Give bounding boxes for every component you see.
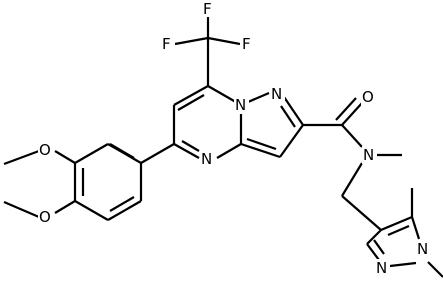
bond-c3-c3a	[240, 142, 281, 159]
bond-ar-c5-c6	[107, 200, 142, 221]
bond-c7-c6-inner	[177, 94, 205, 111]
atom-label-o1: O	[362, 88, 374, 106]
bond-ar-c5-c6-inner	[109, 196, 135, 212]
bond-c3pz-c4pz	[366, 229, 382, 245]
bond-co-o1-second	[335, 97, 357, 121]
bond-c5-aryl	[140, 143, 175, 164]
bond-layer	[3, 14, 443, 278]
bond-c4pz-c5pz-inner	[387, 224, 410, 237]
atom-label-n1-pyrazole: N	[417, 240, 428, 258]
atom-label-n2-pyrazole: N	[376, 259, 387, 277]
atom-label-o3: O	[39, 208, 51, 226]
bond-cf3-f1	[174, 36, 209, 46]
bond-o2-methyl	[3, 149, 40, 166]
bond-n2-c2	[283, 96, 304, 126]
atom-label-f3: F	[242, 35, 251, 53]
bond-ar-c1-c2-inner	[109, 143, 135, 159]
bond-ar-c4-c5	[74, 200, 109, 221]
atom-label-layer: F F F N N N O N O O N N	[38, 0, 431, 277]
bond-co-n	[341, 124, 363, 148]
bond-n2pz-c3pz-inner	[373, 239, 385, 255]
bond-c4pz-c5pz	[380, 215, 413, 232]
bond-c3-c3a-inner	[246, 137, 277, 151]
bond-cf3-f3	[207, 36, 241, 46]
bond-ar-c4-o3	[54, 200, 76, 214]
bond-c2-c3	[279, 124, 304, 158]
bond-co-o1	[341, 102, 363, 126]
atom-label-n-amide: N	[363, 146, 374, 164]
bond-o3-methyl	[3, 200, 40, 219]
bond-ch2-c4pz	[341, 195, 382, 231]
bond-ar-c3-o2	[54, 150, 76, 164]
bond-n2pz-c3pz	[366, 243, 380, 261]
bond-n1pz-n2pz	[389, 261, 417, 268]
bond-n1pz-methyl	[427, 261, 443, 278]
bond-c7-c6	[173, 85, 209, 106]
atom-label-f1: F	[162, 35, 171, 53]
atom-label-f2: F	[203, 0, 212, 18]
atom-label-o2: O	[39, 141, 51, 159]
bond-c5-n4-inner	[181, 140, 200, 152]
bond-n2-c2-inner	[280, 105, 296, 128]
bond-n4-c3a	[216, 143, 242, 159]
bond-ar-c2-c3	[74, 143, 109, 164]
bond-c5pz-n1pz	[410, 216, 421, 240]
bond-n-ch2	[341, 162, 363, 197]
atom-label-n1: N	[235, 96, 246, 114]
bond-c5-n4	[173, 143, 200, 159]
atom-label-n4: N	[201, 150, 212, 168]
atom-label-n2: N	[271, 85, 282, 103]
